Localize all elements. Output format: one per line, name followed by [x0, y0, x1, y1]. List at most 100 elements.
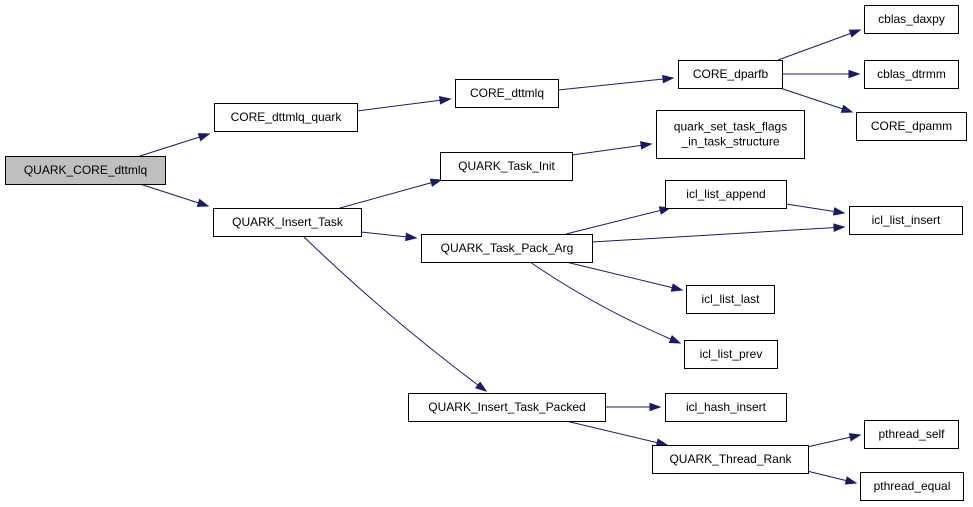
edge-line [565, 420, 668, 446]
arrowhead-icon [405, 232, 418, 242]
node-label: CORE_dttmlq [470, 86, 544, 100]
node-icl-hash-insert[interactable]: icl_hash_insert [665, 393, 787, 422]
edge-quark_task_pack_arg-to-icl_list_append [565, 206, 672, 235]
node-quark-set-task-flags[interactable]: quark_set_task_flags_in_task_structure [656, 110, 805, 159]
edge-line [557, 77, 674, 91]
edge-quark_insert_task_packed-to-icl_hash_insert [605, 402, 662, 412]
node-box [455, 79, 559, 108]
arrowhead-icon [196, 198, 210, 207]
node-pthread-equal[interactable]: pthread_equal [860, 472, 964, 501]
edge-line [356, 98, 451, 112]
arrowhead-icon [832, 207, 846, 216]
node-box [440, 152, 573, 181]
edge-line [591, 226, 845, 243]
node-label: icl_list_prev [700, 347, 763, 361]
node-quark-task-init[interactable]: QUARK_Task_Init [440, 152, 573, 181]
node-label: _in_task_structure [680, 135, 779, 149]
node-box [665, 393, 787, 422]
node-box [864, 5, 959, 34]
node-core-dttmlq[interactable]: CORE_dttmlq [455, 79, 559, 108]
arrowhead-icon [670, 283, 684, 292]
edge-core_dttmlq-to-core_dparfb [557, 74, 675, 91]
node-label: QUARK_Task_Init [458, 159, 555, 173]
node-box [686, 285, 775, 314]
edge-quark_task_pack_arg-to-icl_list_prev [529, 261, 682, 344]
node-cblas-daxpy[interactable]: cblas_daxpy [864, 5, 959, 34]
edges-layer [139, 29, 862, 485]
node-label: icl_hash_insert [686, 400, 767, 414]
edge-line [139, 183, 209, 207]
edge-line [302, 235, 487, 392]
edge-quark_thread_rank-to-pthread_equal [806, 470, 858, 485]
node-box [652, 445, 809, 474]
nodes-layer: QUARK_CORE_dttmlq CORE_dttmlq_quarkQUARK_… [5, 5, 967, 501]
edge-line [339, 179, 442, 209]
edge-line [779, 87, 853, 113]
node-label: icl_list_last [701, 292, 760, 306]
edge-line [571, 143, 652, 156]
node-label: QUARK_Task_Pack_Arg [441, 241, 574, 255]
node-box [849, 206, 963, 235]
arrowhead-icon [833, 223, 846, 232]
node-root[interactable]: QUARK_CORE_dttmlq [5, 156, 166, 185]
node-box [860, 472, 964, 501]
arrowhead-icon [640, 141, 653, 150]
node-label: QUARK_Thread_Rank [669, 452, 792, 466]
edge-icl_list_append-to-icl_list_insert [785, 203, 846, 216]
edge-quark_task_pack_arg-to-icl_list_last [565, 261, 684, 292]
arrowhead-icon [668, 335, 682, 344]
node-box [665, 180, 787, 209]
node-label: pthread_self [878, 427, 945, 441]
arrowhead-icon [840, 104, 854, 113]
node-cblas-dtrmm[interactable]: cblas_dtrmm [864, 60, 959, 89]
edge-line [565, 207, 671, 235]
node-icl-list-append[interactable]: icl_list_append [665, 180, 787, 209]
node-box [684, 340, 778, 369]
edge-line [777, 29, 861, 61]
arrowhead-icon [848, 69, 861, 79]
node-core-dttmlq-quark[interactable]: CORE_dttmlq_quark [214, 103, 358, 132]
arrowhead-icon [474, 381, 488, 392]
node-pthread-self[interactable]: pthread_self [864, 420, 959, 449]
node-quark-thread-rank[interactable]: QUARK_Thread_Rank [652, 445, 809, 474]
edge-line [139, 133, 210, 157]
arrowhead-icon [848, 433, 862, 442]
node-box [856, 112, 967, 141]
node-label: CORE_dpamm [871, 119, 952, 133]
node-quark-insert-task[interactable]: QUARK_Insert_Task [213, 208, 362, 237]
node-icl-list-prev[interactable]: icl_list_prev [684, 340, 778, 369]
node-box [214, 103, 358, 132]
node-icl-list-last[interactable]: icl_list_last [686, 285, 775, 314]
edge-core_dparfb-to-core_dpamm [779, 87, 854, 113]
edge-quark_insert_task-to-quark_task_pack_arg [360, 231, 418, 242]
node-icl-list-insert[interactable]: icl_list_insert [849, 206, 963, 235]
edge-quark_task_init-to-quark_set_task_flags [571, 141, 653, 156]
node-core-dpamm[interactable]: CORE_dpamm [856, 112, 967, 141]
node-label: CORE_dparfb [693, 67, 769, 81]
edge-root-to-core_dttmlq_quark [139, 133, 211, 157]
node-label: QUARK_Insert_Task [232, 215, 344, 229]
edge-quark_insert_task-to-quark_insert_task_packed [302, 235, 488, 392]
arrowhead-icon [662, 74, 675, 84]
arrowhead-icon [429, 178, 443, 187]
node-box [656, 110, 805, 159]
arrowhead-icon [649, 402, 662, 412]
edge-quark_task_pack_arg-to-icl_list_insert [591, 223, 846, 243]
node-quark-insert-task-packed[interactable]: QUARK_Insert_Task_Packed [408, 393, 606, 422]
arrowhead-icon [844, 476, 858, 485]
arrowhead-icon [848, 29, 862, 38]
node-box [678, 60, 783, 89]
edge-quark_insert_task-to-quark_task_init [339, 178, 443, 209]
node-label: icl_list_append [686, 187, 765, 201]
node-quark-task-pack-arg[interactable]: QUARK_Task_Pack_Arg [421, 234, 593, 263]
edge-quark_thread_rank-to-pthread_self [806, 433, 862, 448]
node-box [421, 234, 593, 263]
arrowhead-icon [197, 133, 211, 142]
node-label: CORE_dttmlq_quark [231, 110, 343, 124]
node-box [213, 208, 362, 237]
edge-quark_insert_task_packed-to-quark_thread_rank [565, 420, 669, 447]
node-core-dparfb[interactable]: CORE_dparfb [678, 60, 783, 89]
edge-core_dparfb-to-cblas_daxpy [777, 29, 862, 61]
node-box [408, 393, 606, 422]
